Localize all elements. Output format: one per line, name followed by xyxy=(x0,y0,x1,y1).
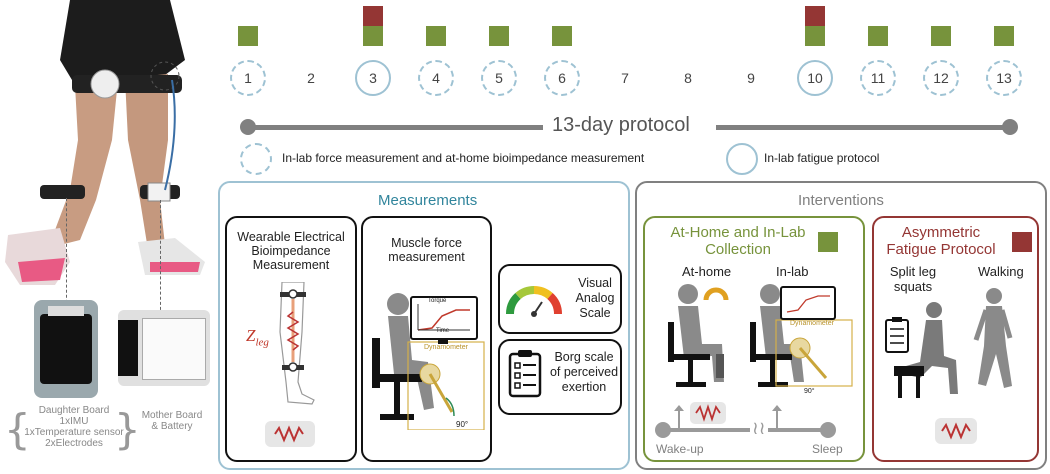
daughter-board-label: Daughter Board 1xIMU 1xTemperature senso… xyxy=(24,405,124,449)
clipboard-icon xyxy=(508,348,542,398)
leg-photo xyxy=(0,0,215,300)
day-12: 12 xyxy=(923,60,959,96)
fatigue-title: Asymmetric Fatigue Protocol xyxy=(886,224,996,258)
green-square-day-12 xyxy=(931,26,951,46)
force-title: Muscle force measurement xyxy=(388,236,465,264)
day-5: 5 xyxy=(481,60,517,96)
vas-card xyxy=(498,264,622,334)
monitor-stand xyxy=(438,338,448,344)
at-home-label: At-home xyxy=(682,264,732,279)
mother-board-label: Mother Board & Battery xyxy=(141,410,203,432)
borg-label: Borg scale of perceived exertion xyxy=(549,350,619,394)
schedule-line xyxy=(662,428,826,432)
at-home-figure xyxy=(660,282,750,392)
bioimpedance-card xyxy=(225,216,357,462)
day-1: 1 xyxy=(230,60,266,96)
green-square-day-6 xyxy=(552,26,572,46)
day-2: 2 xyxy=(307,70,315,86)
in-lab-figure xyxy=(746,282,856,392)
time-label: Time xyxy=(436,328,450,334)
red-square-day-3 xyxy=(363,6,383,26)
in-lab-label: In-lab xyxy=(776,264,809,279)
green-square-day-5 xyxy=(489,26,509,46)
schedule-impedance-icon xyxy=(690,402,726,424)
angle-label: 90° xyxy=(456,420,469,429)
vas-gauge-icon xyxy=(504,282,564,322)
force-card xyxy=(361,216,492,462)
day-8: 8 xyxy=(684,70,692,86)
legend-solid-label: In-lab fatigue protocol xyxy=(764,151,880,165)
protocol-bar-right xyxy=(716,125,1010,130)
fatigue-red-square xyxy=(1012,232,1032,252)
dynamometer-label: Dynamometer xyxy=(424,344,468,351)
split-squats-label: Split leg squats xyxy=(889,264,937,294)
green-square-day-13 xyxy=(994,26,1014,46)
in-lab-angle-label: 90° xyxy=(804,388,815,395)
measurements-panel xyxy=(218,181,630,470)
walking-label: Walking xyxy=(978,264,1024,279)
wake-up-label: Wake-up xyxy=(656,442,704,456)
day-13: 13 xyxy=(986,60,1022,96)
daughter-board-brace-right: } xyxy=(114,405,141,454)
time-break-icon: ≀≀ xyxy=(750,418,768,439)
protocol-end-dot xyxy=(1002,119,1018,135)
walking-figure xyxy=(968,286,1018,396)
leg-sketch xyxy=(268,281,318,407)
bioimpedance-title: Wearable Electrical Bioimpedance Measure… xyxy=(237,230,345,272)
torque-monitor xyxy=(410,296,478,340)
torque-label: Torque xyxy=(428,298,447,304)
green-square-day-1 xyxy=(238,26,258,46)
measurements-title: Measurements xyxy=(378,192,478,209)
day-11: 11 xyxy=(860,60,896,96)
interventions-title: Interventions xyxy=(798,192,884,209)
fatigue-impedance-icon xyxy=(935,418,977,444)
connector-line-mother xyxy=(160,200,161,315)
day-6: 6 xyxy=(544,60,580,96)
red-square-day-10 xyxy=(805,6,825,26)
arrow-up-2-icon xyxy=(772,405,782,429)
wake-up-dot xyxy=(655,422,671,438)
day-10: 10 xyxy=(797,60,833,96)
in-lab-monitor xyxy=(780,286,836,320)
green-square-day-10 xyxy=(805,26,825,46)
day-7: 7 xyxy=(621,70,629,86)
z-leg-label: Zleg xyxy=(246,326,269,349)
split-squat-figure xyxy=(890,300,970,400)
daughter-board-brace: { xyxy=(4,405,31,454)
connector-line-daughter xyxy=(66,198,67,308)
impedance-icon xyxy=(265,421,315,447)
sleep-dot xyxy=(820,422,836,438)
collection-card xyxy=(643,216,865,462)
collection-green-square xyxy=(818,232,838,252)
vas-label: Visual Analog Scale xyxy=(575,276,615,320)
arrow-up-1-icon xyxy=(674,405,684,429)
protocol-bar-left xyxy=(248,125,543,130)
daughter-board-photo xyxy=(34,300,98,398)
mother-board-photo xyxy=(118,310,210,386)
fatigue-clipboard-icon xyxy=(884,316,910,354)
fatigue-card xyxy=(872,216,1039,462)
borg-card xyxy=(498,339,622,415)
day-3: 3 xyxy=(355,60,391,96)
sleep-label: Sleep xyxy=(812,442,843,456)
protocol-start-dot xyxy=(240,119,256,135)
protocol-label: 13-day protocol xyxy=(552,114,690,136)
legend-dashed-label: In-lab force measurement and at-home bio… xyxy=(282,151,645,165)
legend-dashed-ring xyxy=(240,143,272,175)
interventions-panel xyxy=(635,181,1047,470)
day-4: 4 xyxy=(418,60,454,96)
green-square-day-11 xyxy=(868,26,888,46)
legend-solid-ring xyxy=(726,143,758,175)
collection-title: At-Home and In-Lab Collection xyxy=(670,224,806,258)
day-9: 9 xyxy=(747,70,755,86)
in-lab-dynamometer-label: Dynamometer xyxy=(790,320,834,327)
green-square-day-4 xyxy=(426,26,446,46)
green-square-day-3 xyxy=(363,26,383,46)
